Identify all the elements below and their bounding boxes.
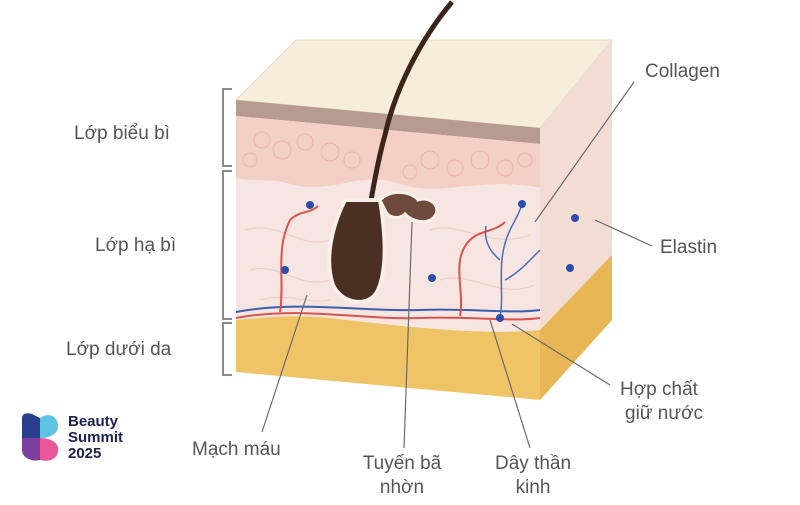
blood-vessels-label: Mạch máu bbox=[192, 439, 281, 460]
nerves-label-line1: Dây thần bbox=[494, 453, 572, 474]
vessel-leader bbox=[261, 294, 308, 433]
hair-follicle bbox=[327, 0, 454, 304]
moisture-leader bbox=[511, 323, 611, 386]
sebaceous-label: Tuyến bã nhờn bbox=[352, 452, 452, 500]
sebaceous-leader bbox=[403, 221, 413, 449]
collagen-leader bbox=[534, 81, 635, 223]
sebaceous-label-line2: nhờn bbox=[379, 477, 425, 498]
collagen-fibers bbox=[244, 227, 536, 302]
logo-text-line1: Beauty bbox=[68, 413, 119, 430]
subcutis-brace bbox=[222, 322, 232, 376]
epidermis-layer bbox=[236, 116, 540, 189]
nerves-label: Dây thần kinh bbox=[478, 452, 588, 500]
sebaceous-label-line1: Tuyến bã bbox=[362, 453, 442, 474]
logo-text-line3: 2025 bbox=[68, 445, 102, 462]
nerve-leader bbox=[489, 319, 531, 449]
moisture-label-line1: Hợp chất bbox=[620, 379, 698, 400]
epidermis-cells bbox=[242, 131, 533, 180]
epidermis-label: Lớp biểu bì bbox=[74, 123, 170, 144]
moisture-label-line2: giữ nước bbox=[625, 403, 704, 424]
beauty-summit-logo: Beauty Summit 2025 bbox=[18, 410, 148, 470]
dermis-label: Lớp hạ bì bbox=[95, 235, 177, 256]
nerve-endings bbox=[281, 200, 579, 322]
nerves-label-line2: kinh bbox=[515, 477, 551, 498]
dermis-brace bbox=[222, 170, 232, 320]
moisture-label: Hợp chất giữ nước bbox=[620, 378, 703, 426]
sebaceous-gland bbox=[378, 191, 439, 223]
logo-mark-icon bbox=[22, 413, 59, 461]
logo-text-line2: Summit bbox=[68, 429, 124, 446]
dermis-layer bbox=[236, 178, 540, 332]
elastin-leader bbox=[594, 219, 653, 247]
block-side-fat bbox=[540, 255, 612, 400]
nerve-fibers bbox=[484, 203, 541, 319]
epidermis-brace bbox=[222, 88, 232, 167]
blood-vessels bbox=[235, 205, 541, 321]
subcutis-label: Lớp dưới da bbox=[66, 339, 172, 360]
collagen-label: Collagen bbox=[645, 61, 720, 82]
subcutis-layer bbox=[236, 316, 540, 400]
elastin-label: Elastin bbox=[660, 237, 718, 258]
